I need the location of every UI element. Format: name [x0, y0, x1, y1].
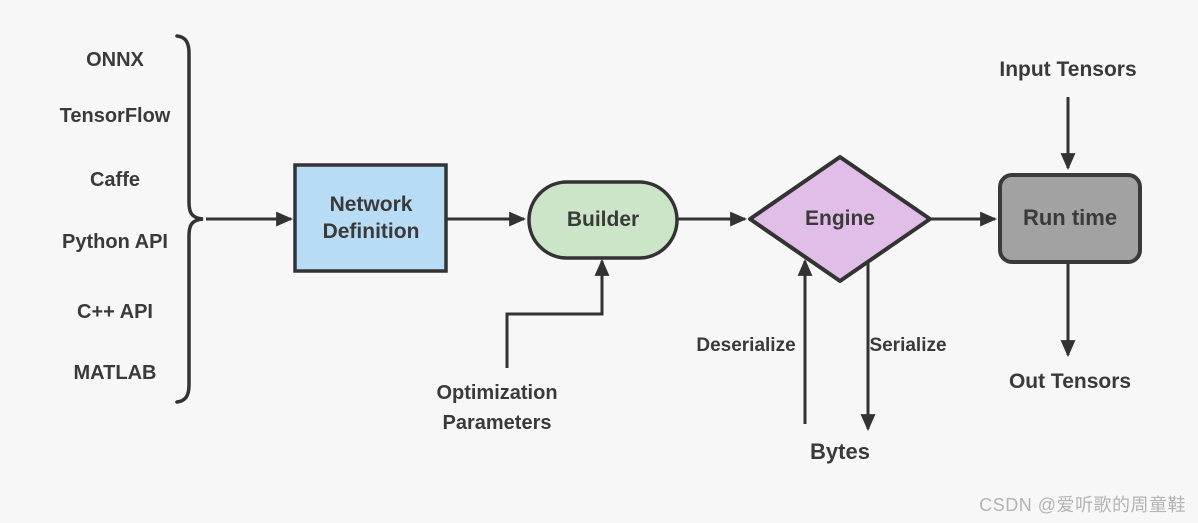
source-label-onnx: ONNX: [86, 49, 144, 71]
source-label-caffe: Caffe: [89, 169, 140, 191]
builder-label: Builder: [566, 208, 640, 232]
network-definition-label: Network Definition: [322, 192, 420, 243]
runtime-node: [998, 173, 1142, 264]
engine-node: [748, 155, 932, 283]
runtime-label: Run time: [1022, 205, 1118, 231]
deserialize-label: Deserialize: [696, 335, 796, 356]
network-definition-node: [293, 163, 448, 273]
source-label-matlab: MATLAB: [73, 362, 157, 384]
sources-brace: [175, 34, 204, 404]
engine-label: Engine: [804, 207, 875, 231]
source-label-tensorflow: TensorFlow: [59, 105, 171, 127]
source-label-python-api: Python API: [62, 231, 168, 253]
serialize-label: Serialize: [869, 335, 947, 356]
input-tensors-label: Input Tensors: [999, 58, 1137, 81]
out-tensors-label: Out Tensors: [1008, 370, 1132, 393]
source-label-cpp-api: C++ API: [77, 301, 153, 323]
bytes-label: Bytes: [810, 439, 870, 464]
optimization-parameters-label: Optimization Parameters: [436, 382, 558, 434]
csdn-watermark: CSDN @爱听歌的周童鞋: [979, 495, 1186, 515]
builder-node: [527, 180, 679, 260]
arrow-optimization-parameters-to-builder: [505, 258, 610, 368]
